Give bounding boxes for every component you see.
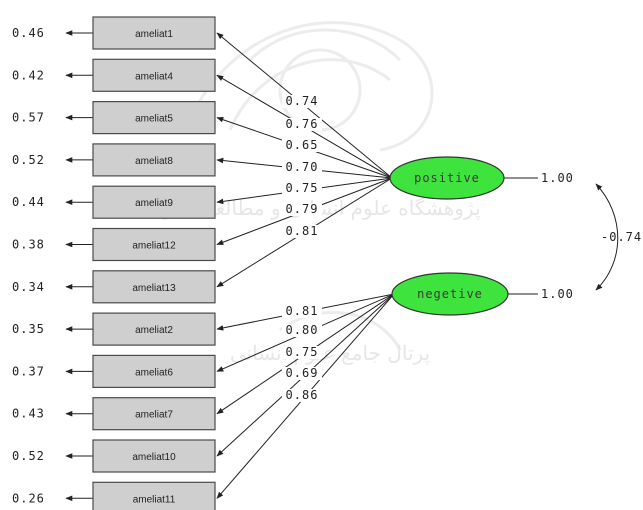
loading-value-ameliat1: 0.74	[286, 94, 319, 108]
loading-value-ameliat9: 0.75	[286, 181, 319, 195]
watermark-logo	[188, 21, 434, 351]
error-variance-ameliat4: 0.42	[12, 68, 45, 82]
indicator-box-ameliat8	[92, 143, 216, 177]
loading-value-ameliat11: 0.86	[286, 388, 319, 402]
correlation-value: -0.74	[601, 230, 642, 244]
loading-label-bg	[282, 161, 322, 174]
correlation-arrow	[595, 183, 619, 291]
factor-label-positive: positive	[414, 171, 480, 185]
error-variance-ameliat5: 0.57	[12, 111, 45, 125]
loading-label-bg	[282, 203, 322, 216]
error-variance-ameliat7: 0.43	[12, 407, 45, 421]
loading-label-bg	[282, 118, 322, 131]
indicator-label-ameliat1: ameliat1	[135, 29, 173, 40]
indicator-box-ameliat10	[92, 439, 216, 473]
indicator-label-ameliat9: ameliat9	[135, 198, 173, 209]
indicator-label-ameliat7: ameliat7	[135, 410, 173, 421]
loading-value-ameliat7: 0.75	[286, 345, 319, 359]
nodes-layer	[92, 16, 509, 510]
indicator-box-ameliat13	[92, 270, 216, 304]
loading-label-bg	[282, 305, 322, 318]
indicator-box-ameliat4	[92, 58, 216, 92]
indicator-box-ameliat6	[92, 354, 216, 388]
error-variance-ameliat8: 0.52	[12, 153, 45, 167]
loading-value-ameliat2: 0.81	[286, 304, 319, 318]
error-variance-ameliat2: 0.35	[12, 322, 45, 336]
factor-variance-negative: 1.00	[541, 287, 574, 301]
loading-label-bg	[282, 95, 322, 108]
loading-value-ameliat6: 0.80	[286, 323, 319, 337]
loading-label-bg	[282, 182, 322, 195]
factor-ellipse-negative	[391, 272, 509, 316]
loading-value-ameliat13: 0.81	[286, 224, 319, 238]
indicator-label-ameliat10: ameliat10	[132, 452, 176, 463]
loading-label-bg	[282, 324, 322, 337]
error-variance-ameliat11: 0.26	[12, 491, 45, 505]
loading-label-bg	[282, 139, 322, 152]
loading-value-ameliat10: 0.69	[286, 366, 319, 380]
indicator-box-ameliat5	[92, 100, 216, 135]
loading-label-bg	[282, 367, 322, 380]
indicator-box-ameliat1	[92, 16, 216, 50]
indicator-box-ameliat12	[92, 227, 216, 262]
error-variance-ameliat1: 0.46	[12, 26, 45, 40]
loading-value-ameliat12: 0.79	[286, 202, 319, 216]
error-variance-ameliat9: 0.44	[12, 195, 45, 209]
loading-value-ameliat5: 0.65	[286, 138, 319, 152]
loading-label-bg	[282, 346, 322, 359]
indicator-label-ameliat4: ameliat4	[135, 71, 173, 82]
loading-label-bg	[282, 389, 322, 402]
loading-value-ameliat4: 0.76	[286, 117, 319, 131]
indicator-label-ameliat12: ameliat12	[132, 241, 176, 252]
indicator-box-ameliat9	[92, 185, 216, 219]
error-variance-ameliat10: 0.52	[12, 449, 45, 463]
indicator-label-ameliat6: ameliat6	[135, 367, 173, 378]
indicator-label-ameliat5: ameliat5	[135, 114, 173, 125]
factor-label-negative: negetive	[417, 287, 483, 301]
error-variance-ameliat12: 0.38	[12, 238, 45, 252]
error-variance-ameliat6: 0.37	[12, 364, 45, 378]
loading-label-bg	[282, 225, 322, 238]
indicator-label-ameliat13: ameliat13	[132, 283, 176, 294]
indicator-label-ameliat8: ameliat8	[135, 156, 173, 167]
labels-layer: ameliat1 0.46 0.74 ameliat4 0.42 0.76 ameliat5…	[12, 26, 642, 505]
indicator-box-ameliat11	[92, 481, 216, 510]
factor-variance-positive: 1.00	[541, 171, 574, 185]
indicator-box-ameliat2	[92, 312, 216, 346]
indicator-label-ameliat11: ameliat11	[133, 494, 176, 505]
loading-value-ameliat8: 0.70	[286, 160, 319, 174]
error-variance-ameliat13: 0.34	[12, 280, 45, 294]
factor-ellipse-positive	[389, 156, 505, 200]
indicator-box-ameliat7	[92, 397, 216, 431]
indicator-label-ameliat2: ameliat2	[135, 325, 173, 336]
